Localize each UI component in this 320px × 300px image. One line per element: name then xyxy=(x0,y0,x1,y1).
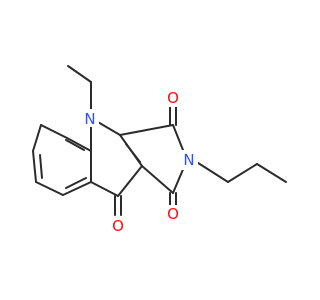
mask-n-imide xyxy=(180,150,198,170)
mask-o-top xyxy=(164,89,182,107)
atom-label-o-bottom: O xyxy=(112,217,124,235)
bond-benzene-3 xyxy=(32,150,37,183)
bond-benzene-1 xyxy=(40,124,68,139)
bond-propyl-2 xyxy=(227,163,258,183)
bond-propyl-3 xyxy=(256,163,287,183)
bond-propyl-1 xyxy=(194,160,229,183)
bond-benzene-7 xyxy=(66,137,92,152)
mask-o-right xyxy=(164,205,182,223)
bond-ethyl-ch2-ch3 xyxy=(67,65,92,83)
atom-label-n-imide: N xyxy=(183,151,194,169)
bond-benzene-4 xyxy=(35,181,64,196)
bond-imide-c3-c9a xyxy=(141,165,174,194)
mask-n-quinoline xyxy=(81,109,99,127)
bond-pyridone-c9a-c9 xyxy=(117,165,143,197)
bond-benzene-5 xyxy=(62,181,92,196)
atom-label-n-quinoline: N xyxy=(84,110,95,128)
bond-benzene-double-2 xyxy=(65,177,87,189)
bond-pyridone-double xyxy=(125,143,141,163)
bond-benzene-double-1 xyxy=(39,154,43,179)
bond-imide-c3a-c1 xyxy=(119,124,174,136)
bond-pyridone-c9-c8a xyxy=(90,181,119,197)
bond-benzene-double-3 xyxy=(65,139,85,151)
mask-o-bottom xyxy=(109,216,127,234)
atom-label-o-right: O xyxy=(167,205,179,223)
atom-label-o-top: O xyxy=(167,89,179,107)
bond-benzene-2 xyxy=(32,124,42,152)
molecule-structure-diagram: N N O O O xyxy=(32,65,287,235)
